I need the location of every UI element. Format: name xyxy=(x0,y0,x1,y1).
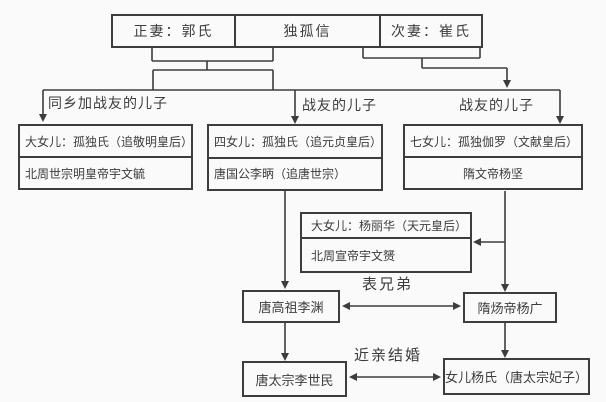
daughter7-husband: 隋文帝杨坚 xyxy=(405,156,581,188)
li-shimin-box: 唐太宗李世民 xyxy=(242,361,347,397)
yang-lihua-husband: 北周宣帝宇文赟 xyxy=(302,237,470,271)
consort-yang-box: 女儿杨氏（唐太宗妃子） xyxy=(443,358,590,395)
daughter1-box: 大女儿：孤独氏（追敬明皇后） 北周世宗明皇帝宇文毓 xyxy=(18,124,193,190)
dugu-xin-marriage-table: 正妻：郭氏 独孤信 次妻：崔氏 xyxy=(111,14,483,48)
tree-lines xyxy=(42,48,561,378)
branch-label-left: 同乡加战友的儿子 xyxy=(48,97,168,112)
yang-lihua-name: 大女儿：杨丽华（天元皇后） xyxy=(311,219,468,234)
li-yuan-box: 唐高祖李渊 xyxy=(242,290,340,323)
daughter4-name: 四女儿：孤独氏（追元贞皇后） xyxy=(214,134,383,149)
branch-label-right: 战友的儿子 xyxy=(459,99,534,114)
daughter1-name: 大女儿：孤独氏（追敬明皇后） xyxy=(25,134,194,149)
yang-guang-box: 隋炀帝杨广 xyxy=(463,292,557,323)
wife1-cell: 正妻：郭氏 xyxy=(133,25,214,40)
branch-label-middle: 战友的儿子 xyxy=(302,99,377,114)
yang-lihua-box: 大女儿：杨丽华（天元皇后） 北周宣帝宇文赟 xyxy=(300,212,472,273)
cousins-label: 表兄弟 xyxy=(362,277,414,293)
daughter7-box: 七女儿：孤独伽罗（文献皇后） 隋文帝杨坚 xyxy=(403,124,583,190)
wife2-cell: 次妻：崔氏 xyxy=(391,25,471,40)
daughter1-husband: 北周世宗明皇帝宇文毓 xyxy=(20,156,191,188)
close-marriage-label: 近亲结婚 xyxy=(354,348,423,364)
daughter7-name: 七女儿：孤独伽罗（文献皇后） xyxy=(410,134,579,149)
patriarch-cell: 独孤信 xyxy=(234,16,381,46)
arrowheads xyxy=(39,80,564,381)
daughter4-box: 四女儿：孤独氏（追元贞皇后） 唐国公李昞（追唐世宗） xyxy=(207,124,383,191)
daughter4-husband: 唐国公李昞（追唐世宗） xyxy=(209,156,381,190)
